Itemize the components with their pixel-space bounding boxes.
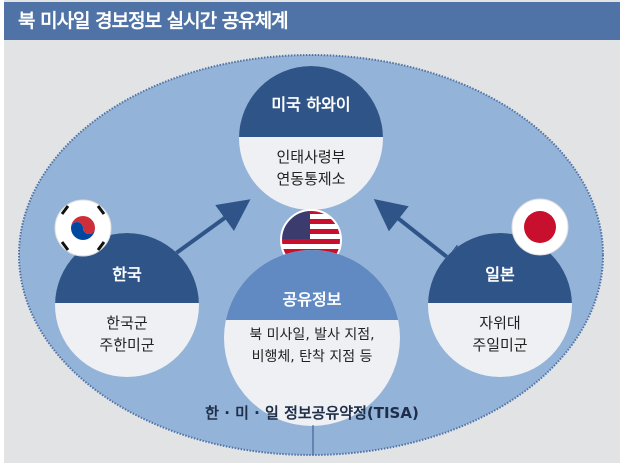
shared-line2: 비행체, 탄착 지점 등	[252, 349, 373, 365]
korea-line1: 한국군	[106, 314, 148, 332]
node-usa	[239, 66, 383, 210]
japan-line1: 자위대	[479, 314, 520, 332]
korea-header: 한국	[112, 265, 142, 284]
japan-header: 일본	[485, 265, 515, 284]
agreement-label: 한 · 미 · 일 정보공유약정(TISA)	[205, 404, 419, 422]
usa-header: 미국 하와이	[271, 95, 350, 114]
usa-line1: 인태사령부	[276, 148, 345, 166]
japan-flag-icon	[511, 198, 569, 256]
shared-header: 공유정보	[283, 290, 342, 309]
usa-line2: 연동통제소	[276, 170, 345, 188]
japan-line2: 주일미군	[472, 336, 527, 354]
shared-line1: 북 미사일, 발사 지점,	[249, 327, 374, 343]
node-japan	[428, 233, 572, 377]
korea-line2: 주한미군	[99, 336, 154, 354]
node-shared-info	[224, 250, 400, 426]
diagram-title: 북 미사일 경보정보 실시간 공유체계	[4, 2, 620, 40]
korea-flag-icon	[54, 199, 112, 257]
